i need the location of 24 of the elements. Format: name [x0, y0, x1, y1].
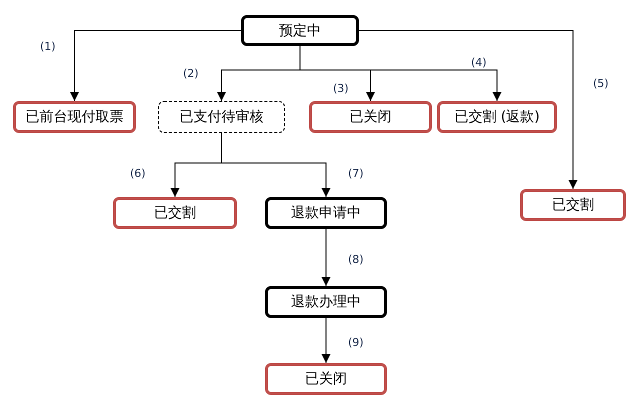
edge-label: (4) — [471, 56, 487, 69]
arrow — [221, 132, 330, 198]
edge-label: (1) — [40, 40, 56, 53]
state-box: 退款办理中 — [265, 286, 387, 318]
state-box: 预定中 — [241, 15, 359, 46]
edge-label: (9) — [348, 336, 364, 349]
state-box: 已关闭 — [309, 101, 432, 133]
arrow — [322, 228, 330, 286]
state-box: 已前台现付取票 — [13, 101, 136, 133]
arrow — [322, 318, 330, 364]
state-box: 已交割 (返款) — [437, 101, 557, 133]
arrow — [70, 30, 242, 102]
state-box: 已支付待审核 — [158, 101, 285, 133]
state-box: 已交割 — [113, 197, 237, 229]
edge-label: (3) — [333, 82, 349, 95]
state-box: 已交割 — [520, 189, 626, 221]
edge-label: (8) — [348, 253, 364, 266]
edge-label: (6) — [130, 167, 146, 180]
edge-label: (5) — [593, 77, 609, 90]
state-box: 已关闭 — [265, 363, 387, 395]
edge-label: (2) — [183, 67, 199, 80]
state-box: 退款申请中 — [265, 197, 387, 229]
edge-label: (7) — [348, 167, 364, 180]
arrow — [300, 46, 502, 102]
